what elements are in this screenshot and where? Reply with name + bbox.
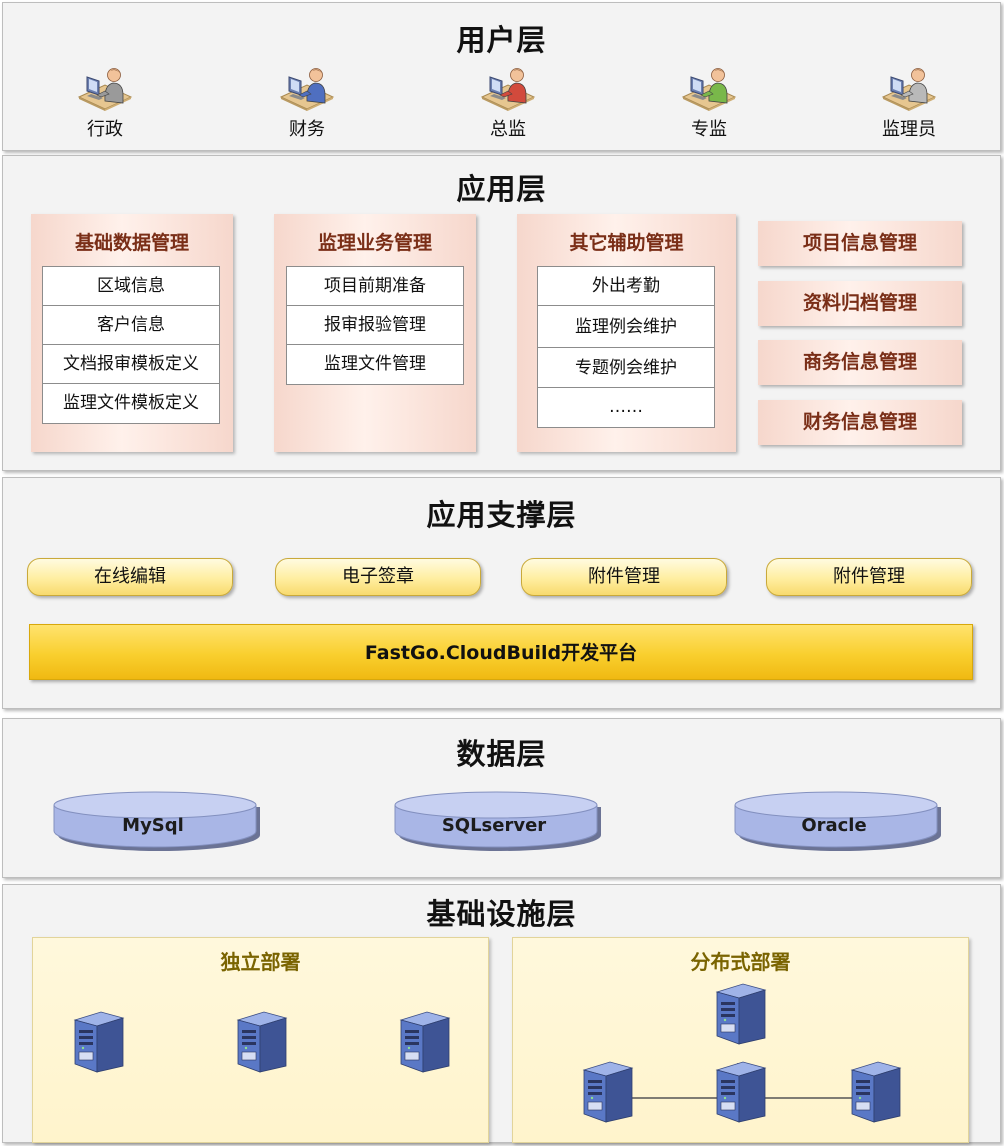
user-layer-title: 用户层 xyxy=(456,23,547,57)
server-icon xyxy=(713,980,769,1052)
app-layer-title: 应用层 xyxy=(456,172,547,206)
user-at-computer-icon xyxy=(659,61,759,111)
user-admin: 行政 xyxy=(55,61,155,141)
app-item[interactable]: 文档报审模板定义 xyxy=(43,345,219,384)
server-icon xyxy=(234,1008,290,1080)
user-layer: 用户层 行政 财务 总监 专监 监理员 xyxy=(2,2,1001,151)
server-icon xyxy=(848,1058,904,1130)
component-attachment[interactable]: 附件管理 xyxy=(521,558,727,596)
data-layer: 数据层 MySql SQLserver Oracle xyxy=(2,718,1001,878)
app-item[interactable]: 区域信息 xyxy=(43,267,219,306)
user-director: 总监 xyxy=(458,61,558,141)
app-item[interactable]: 监理例会维护 xyxy=(538,306,714,348)
database-sqlserver: SQLserver xyxy=(392,791,604,859)
user-specialist: 专监 xyxy=(659,61,759,141)
distributed-deployment: 分布式部署 xyxy=(512,937,969,1143)
component-online-edit[interactable]: 在线编辑 xyxy=(27,558,233,596)
user-label: 财务 xyxy=(289,119,325,140)
user-at-computer-icon xyxy=(859,61,959,111)
infra-layer: 基础设施层 独立部署 分布式部署 xyxy=(2,884,1001,1143)
infra-layer-title: 基础设施层 xyxy=(426,897,577,931)
app-list: 外出考勤 监理例会维护 专题例会维护 …… xyxy=(537,266,715,428)
app-list: 项目前期准备 报审报验管理 监理文件管理 xyxy=(286,266,464,385)
app-group-title: 其它辅助管理 xyxy=(569,232,684,254)
app-layer: 应用层 基础数据管理 区域信息 客户信息 文档报审模板定义 监理文件模板定义 监… xyxy=(2,155,1001,471)
app-item[interactable]: 项目前期准备 xyxy=(287,267,463,306)
component-attachment-2[interactable]: 附件管理 xyxy=(766,558,972,596)
app-item[interactable]: …… xyxy=(609,397,643,417)
database-label: MySql xyxy=(122,815,184,836)
user-label: 行政 xyxy=(87,119,123,140)
user-at-computer-icon xyxy=(458,61,558,111)
deployment-title: 分布式部署 xyxy=(690,950,791,974)
database-label: SQLserver xyxy=(441,815,547,836)
standalone-deployment: 独立部署 xyxy=(32,937,489,1143)
app-item[interactable]: 监理文件管理 xyxy=(324,354,426,374)
server-icon xyxy=(71,1008,127,1080)
dev-platform-bar: FastGo.CloudBuild开发平台 xyxy=(29,624,973,680)
app-item[interactable]: 客户信息 xyxy=(43,306,219,345)
user-finance: 财务 xyxy=(257,61,357,141)
user-label: 专监 xyxy=(691,119,727,140)
database-mysql: MySql xyxy=(51,791,263,859)
app-item[interactable]: 专题例会维护 xyxy=(538,348,714,388)
support-layer-title: 应用支撑层 xyxy=(426,498,577,532)
user-at-computer-icon xyxy=(257,61,357,111)
app-group-title: 基础数据管理 xyxy=(74,232,189,254)
app-item[interactable]: 外出考勤 xyxy=(538,267,714,306)
database-oracle: Oracle xyxy=(732,791,944,859)
module-archive[interactable]: 资料归档管理 xyxy=(758,281,962,326)
module-finance-info[interactable]: 财务信息管理 xyxy=(758,400,962,445)
app-item[interactable]: 报审报验管理 xyxy=(287,306,463,345)
app-group-title: 监理业务管理 xyxy=(317,232,432,254)
user-label: 总监 xyxy=(490,119,526,140)
server-icon xyxy=(580,1058,636,1130)
component-e-signature[interactable]: 电子签章 xyxy=(275,558,481,596)
data-layer-title: 数据层 xyxy=(456,737,547,771)
deployment-title: 独立部署 xyxy=(220,950,301,974)
user-label: 监理员 xyxy=(882,119,936,140)
app-list: 区域信息 客户信息 文档报审模板定义 监理文件模板定义 xyxy=(42,266,220,424)
user-supervisor: 监理员 xyxy=(859,61,959,141)
app-group-basic-data: 基础数据管理 区域信息 客户信息 文档报审模板定义 监理文件模板定义 xyxy=(31,214,233,452)
server-icon xyxy=(397,1008,453,1080)
app-item[interactable]: 监理文件模板定义 xyxy=(63,393,199,413)
module-business-info[interactable]: 商务信息管理 xyxy=(758,340,962,385)
user-at-computer-icon xyxy=(55,61,155,111)
app-group-auxiliary: 其它辅助管理 外出考勤 监理例会维护 专题例会维护 …… xyxy=(517,214,736,452)
app-group-supervision: 监理业务管理 项目前期准备 报审报验管理 监理文件管理 xyxy=(274,214,476,452)
support-layer: 应用支撑层 在线编辑 电子签章 附件管理 附件管理 FastGo.CloudBu… xyxy=(2,477,1001,709)
database-label: Oracle xyxy=(801,815,867,836)
server-icon xyxy=(713,1058,769,1130)
module-project-info[interactable]: 项目信息管理 xyxy=(758,221,962,266)
